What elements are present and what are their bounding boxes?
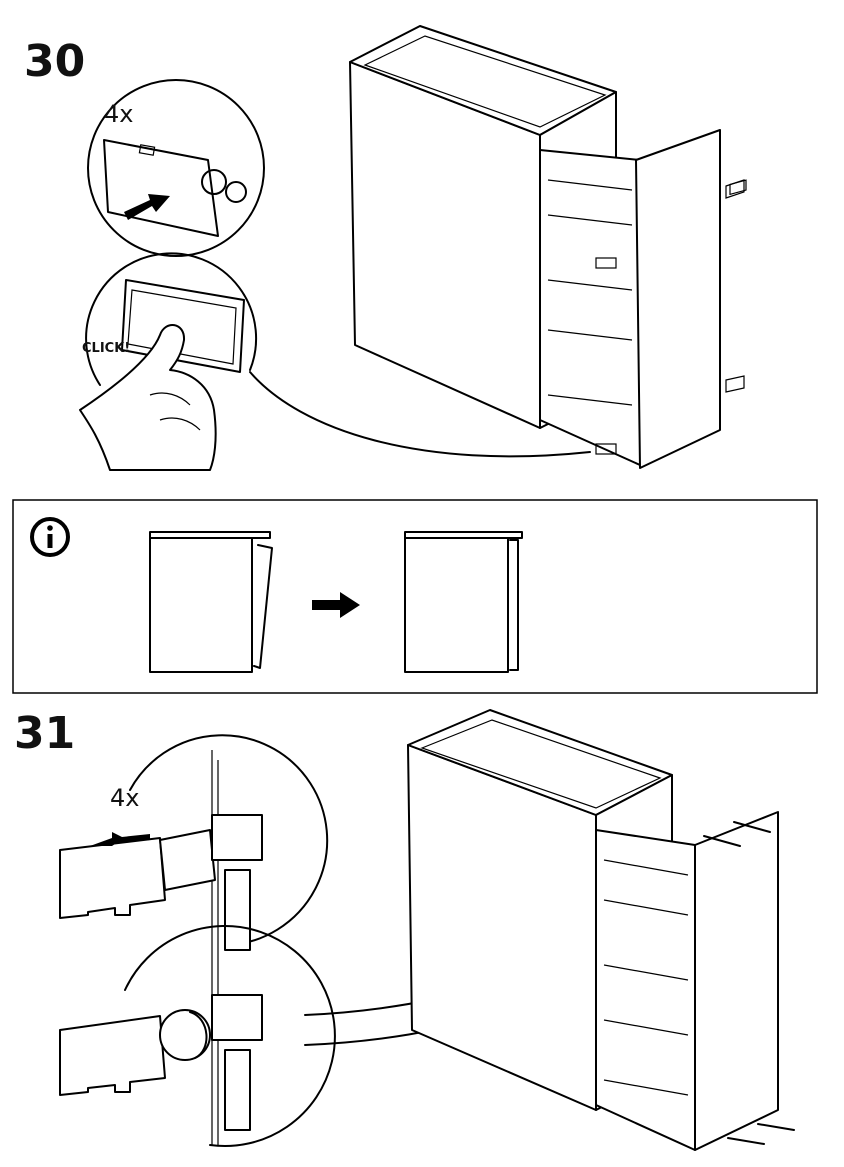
detail-circle-top-31: 4x (59, 734, 329, 951)
step-number-30: 30 (24, 36, 85, 87)
detail-circle-top-30: 4x (87, 79, 265, 257)
info-icon (30, 517, 70, 557)
aligned-door-diagram (404, 531, 523, 673)
quantity-label: 4x (110, 784, 139, 812)
cabinet-illustration-31 (407, 709, 795, 1151)
pull-arrow-icon (90, 832, 150, 846)
detail-circle-bottom-30: CLICK! (79, 252, 258, 471)
arrow-right-icon (312, 592, 360, 618)
cabinet-illustration-30 (349, 25, 747, 469)
step-number-31: 31 (14, 708, 75, 759)
callout-line (249, 371, 591, 458)
quantity-label: 4x (104, 100, 133, 128)
detail-circle-bottom-31 (59, 925, 336, 1147)
click-sound-label: CLICK! (82, 341, 130, 356)
rotate-arrow-icon (189, 1011, 208, 1059)
adjust-arrows-icon (703, 821, 795, 1145)
info-box (12, 499, 818, 694)
misaligned-door-diagram (149, 531, 273, 673)
push-arrow-icon (124, 194, 170, 220)
